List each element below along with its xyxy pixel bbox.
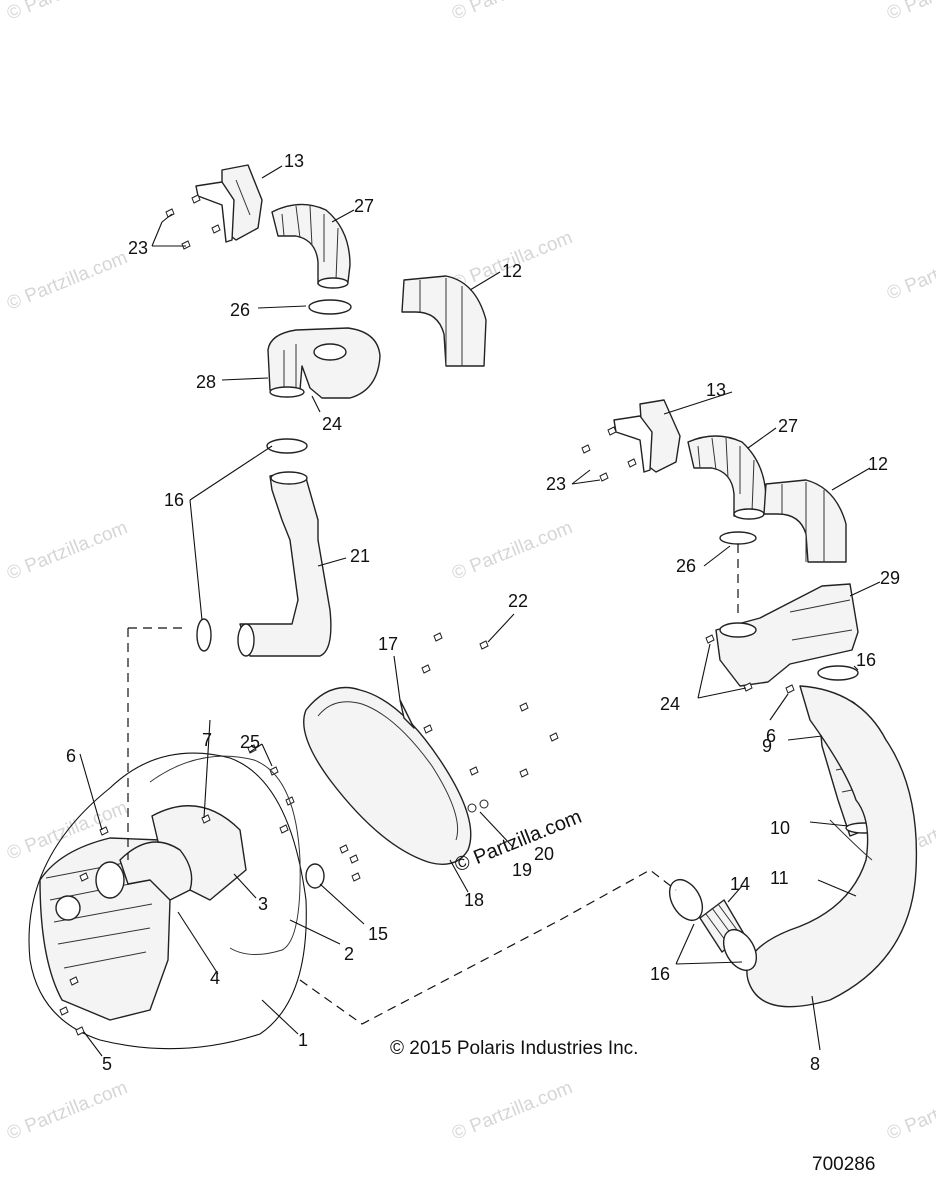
callout-16: 16	[856, 650, 876, 670]
callout-4: 4	[210, 968, 220, 988]
callout-2: 2	[344, 944, 354, 964]
callout-26: 26	[676, 556, 696, 576]
watermark-text: © Partzilla.com	[449, 0, 576, 25]
part-6-screw-right	[785, 684, 795, 694]
callout-23: 23	[128, 238, 148, 258]
routing-lines	[127, 544, 739, 1025]
callout-13: 13	[284, 151, 304, 171]
part-26-clamp-left	[308, 299, 352, 315]
diagram-id: 700286	[812, 1154, 875, 1175]
callout-29: 29	[880, 568, 900, 588]
watermark-text: © Partzilla.com	[884, 237, 936, 304]
callout-26: 26	[230, 300, 250, 320]
callout-9: 9	[762, 736, 772, 756]
part-16-clamp-lower	[196, 618, 212, 652]
part-27-duct-elbow-left	[271, 203, 351, 289]
part-17-gasket-tab	[399, 699, 415, 729]
copyright-text: © 2015 Polaris Industries Inc.	[390, 1038, 638, 1059]
callout-10: 10	[770, 818, 790, 838]
callout-6: 6	[66, 746, 76, 766]
watermark-text: © Partzilla.com	[4, 247, 131, 314]
part-23-screws-left	[165, 194, 221, 250]
leader-lines	[79, 165, 881, 1057]
watermark-text: © Partzilla.com	[4, 0, 131, 25]
callout-27: 27	[778, 416, 798, 436]
callout-17: 17	[378, 634, 398, 654]
callout-5: 5	[102, 1054, 112, 1074]
callout-12: 12	[502, 261, 522, 281]
watermark-text: © Partzilla.com	[4, 1077, 131, 1144]
part-28-plenum	[267, 327, 381, 399]
callout-15: 15	[368, 924, 388, 944]
callout-12: 12	[868, 454, 888, 474]
callout-3: 3	[258, 894, 268, 914]
part-2-gasket	[149, 755, 301, 955]
part-16-clamp-right	[817, 665, 859, 681]
part-26-clamp-right	[719, 531, 757, 545]
part-1-housing-outline	[28, 752, 307, 1050]
callout-16: 16	[164, 490, 184, 510]
part-29-intake-duct	[715, 583, 859, 687]
part-4-duct	[95, 841, 193, 901]
watermark-text: © Partzilla.com	[449, 1077, 576, 1144]
watermark-text: © Partzilla.com	[884, 1077, 936, 1144]
part-24-screws-right	[705, 634, 753, 692]
part-12-cover-left	[401, 275, 487, 367]
callout-6: 6	[766, 726, 776, 746]
callout-20: 20	[534, 844, 554, 864]
part-18-clutch-cover	[303, 686, 472, 865]
part-13-deflector-right	[613, 399, 681, 473]
part-13-deflector-left	[195, 164, 263, 243]
part-16-clamp-coupler-a	[668, 879, 704, 921]
callout-1: 1	[298, 1030, 308, 1050]
part-22-screws	[421, 632, 559, 778]
callout-18: 18	[464, 890, 484, 910]
callout-16: 16	[650, 964, 670, 984]
callout-28: 28	[196, 372, 216, 392]
part-21-intake-tube	[237, 471, 332, 657]
callout-19: 19	[512, 860, 532, 880]
callout-21: 21	[350, 546, 370, 566]
part-15-washer	[305, 863, 325, 889]
watermark-text: © Partzilla.com	[4, 517, 131, 584]
callout-11: 11	[770, 868, 789, 888]
callout-27: 27	[354, 196, 374, 216]
part-27-duct-elbow-right	[687, 435, 767, 520]
callout-23: 23	[546, 474, 566, 494]
callout-labels: 13 27 12 23 26 28 24 16 21 22 17 13 27 1…	[66, 151, 900, 1074]
callout-25: 25	[240, 732, 260, 752]
part-16-clamp-upper	[266, 438, 308, 454]
callout-14: 14	[730, 874, 750, 894]
watermark-text: © Partzilla.com	[884, 0, 936, 25]
callout-24: 24	[660, 694, 680, 714]
part-16-clamp-coupler-b	[722, 929, 758, 971]
part-12-cover-right	[763, 479, 847, 563]
watermark-text: © Partzilla.com	[449, 517, 576, 584]
part-23-screws-right	[581, 426, 637, 482]
part-25-screws	[247, 744, 361, 882]
part-19-20-fasteners	[467, 799, 489, 813]
callout-7: 7	[202, 730, 212, 750]
callout-24: 24	[322, 414, 342, 434]
callout-8: 8	[810, 1054, 820, 1074]
callout-22: 22	[508, 591, 528, 611]
callout-13: 13	[706, 380, 726, 400]
